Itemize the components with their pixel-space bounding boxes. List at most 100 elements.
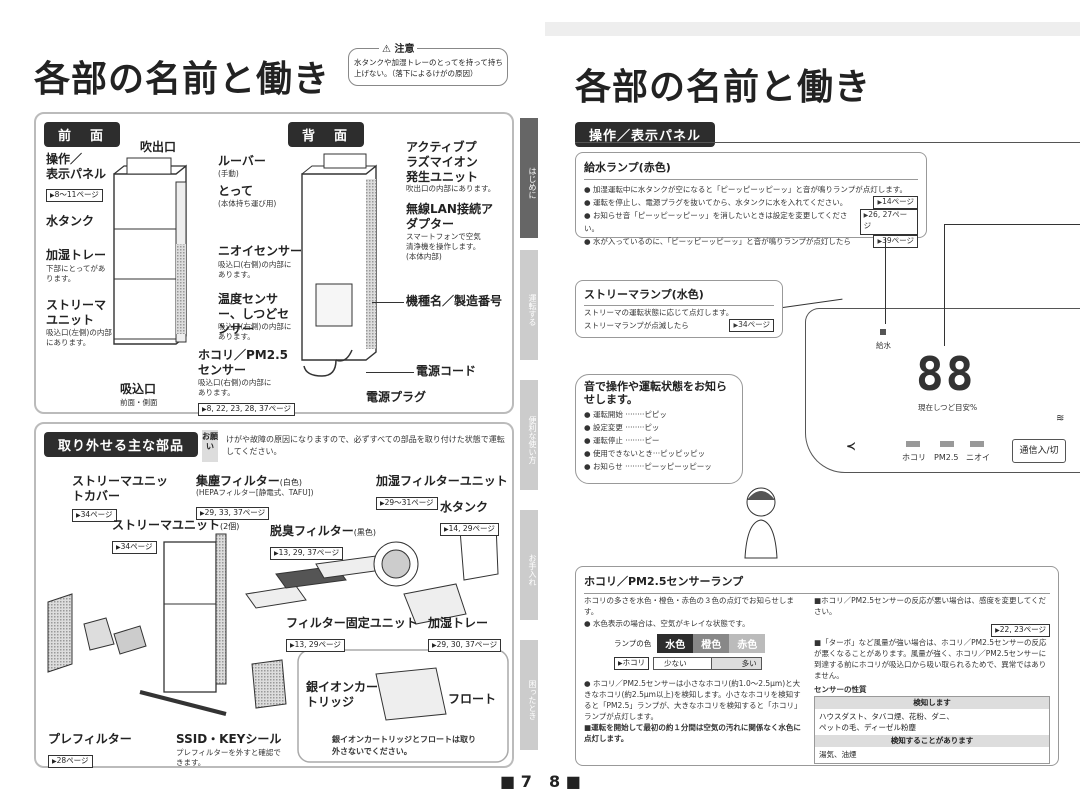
intake-label: 吸込口	[120, 382, 157, 396]
op-panel-ref[interactable]: 8〜11ページ	[46, 189, 103, 202]
streamer-lamp-line1: ストリーマの運転状態に応じて点灯します。	[584, 305, 774, 319]
streamer-unit-label: ストリーマユニット(2個)	[112, 518, 240, 532]
prefilter-ref[interactable]: 28ページ	[48, 755, 93, 768]
odor-lamp-indicator	[970, 441, 984, 447]
water-lamp-ref[interactable]: 26, 27ページ	[859, 209, 918, 235]
sound-item: ● 運転停止 ········ピー	[584, 436, 660, 445]
humid-filter-ref[interactable]: 29〜31ページ	[376, 497, 438, 510]
dust-detect: ● ホコリ／PM2.5センサーは小さなホコリ(約1.0〜2.5μm)と大きなホコ…	[584, 679, 802, 721]
front-back-panel: 前 面 背 面 吹出口 操作／ 表示パネル 8〜11ページ ルーバー (手動) …	[34, 112, 514, 416]
water-tank-part-label: 水タンク	[440, 500, 489, 514]
side-tab-2[interactable]: 運転する	[520, 250, 538, 360]
side-tab-4[interactable]: お手入れ	[520, 510, 538, 620]
dust-bad-ref[interactable]: 22, 23ページ	[991, 624, 1050, 637]
streamer-unit-ref[interactable]: 34ページ	[112, 541, 157, 554]
page-number-8: 8 ■	[549, 772, 581, 791]
parts-drawing	[47, 523, 509, 763]
humid-tray-note: 下部にとってがあります。	[46, 264, 106, 283]
comm-button[interactable]: 通信入/切	[1012, 439, 1066, 463]
float-label: フロート	[448, 692, 497, 706]
warning-icon: ⚠	[382, 44, 391, 55]
dust-sensor-label: ホコリ／PM2.5センサー	[198, 348, 288, 377]
bullet: ●	[584, 185, 593, 194]
caution-text: 水タンクや加湿トレーのとってを持って持ち上げない。（落下によるけがの原因）	[354, 58, 503, 78]
water-lamp-ref[interactable]: 14ページ	[873, 196, 918, 209]
sound-title: 音で操作や運転状態をお知らせします。	[584, 380, 727, 406]
dust-filter-note: (HEPAフィルター[静電式、TAFU])	[196, 488, 314, 497]
pm-lamp-indicator	[940, 441, 954, 447]
blow-outlet-label: 吹出口	[140, 140, 177, 154]
dust-turbo: ■「ターボ」など風量が強い場合は、ホコリ／PM2.5センサーの反応が悪くなること…	[814, 638, 1047, 680]
streamer-lamp-title: ストリーマランプ(水色)	[584, 288, 704, 301]
streamer-cover-ref[interactable]: 34ページ	[72, 509, 117, 522]
color-lightblue: 水色	[657, 634, 694, 653]
dust-bad: ■ホコリ／PM2.5センサーの反応が悪い場合は、感度を変更してください。	[814, 596, 1047, 616]
handle-note: (本体持ち運び用)	[218, 199, 277, 208]
dust-lamp-indicator	[906, 441, 920, 447]
water-tank-part-ref[interactable]: 14, 29ページ	[440, 523, 499, 536]
tray-ref[interactable]: 29, 30, 37ページ	[428, 639, 502, 652]
deodor-ref[interactable]: 13, 29, 37ページ	[270, 547, 344, 560]
dust-filter-ref[interactable]: 29, 33, 37ページ	[196, 507, 270, 520]
model-label: 機種名／製造番号	[406, 294, 503, 308]
water-lamp-title: 給水ランプ(赤色)	[584, 161, 671, 174]
water-lamp-item-text: 加湿運転中に水タンクが空になると「ピーッピーッピーッ」と音が鳴りランプが点灯しま…	[592, 185, 907, 194]
front-header: 前 面	[44, 122, 121, 147]
maybe-header: 検知することがあります	[815, 735, 1049, 747]
streamer-lamp-icon: ≺	[846, 439, 857, 453]
handle-label: とって	[218, 184, 254, 198]
streamer-lamp-box: ストリーマランプ(水色) ストリーマの運転状態に応じて点灯します。 ストリーマラ…	[575, 280, 783, 338]
water-lamp-indicator	[880, 329, 886, 335]
person-illustration	[744, 487, 778, 559]
temp-sensor-note: 吸込口(右側)の内部にあります。	[218, 322, 292, 341]
front-unit-drawing	[113, 153, 377, 377]
caution-heading: ⚠ 注意	[379, 40, 418, 55]
dust-first: ■運転を開始して最初の約１分間は空気の汚れに関係なく水色に点灯します。	[584, 723, 801, 743]
streamer-lamp-ref[interactable]: 34ページ	[729, 319, 774, 332]
fixer-label: フィルター固定ユニット	[286, 616, 418, 630]
pm-panel-label: PM2.5	[934, 453, 959, 462]
water-lamp-item: ● お知らせ音「ピーッピーッピーッ」を消したいときは設定を変更してください。26…	[584, 209, 918, 235]
dust-intro: ホコリの多さを水色・橙色・赤色の３色の点灯でお知らせします。	[584, 596, 794, 616]
ag-note: 銀イオンカートリッジとフロートは取り外さないでください。	[332, 735, 476, 756]
dust-sensor-note: 吸込口(右側)の内部にあります。	[198, 378, 272, 397]
side-tab-5[interactable]: 困ったとき	[520, 640, 538, 750]
detects-list: ハウスダスト、タバコ煙、花粉、ダニ、ペットの毛、ディーゼル粉塵	[819, 712, 954, 732]
warn-tag: お願い	[202, 430, 218, 462]
ssid-note: プレフィルターを外すと確認できます。	[176, 748, 281, 767]
side-tab-3[interactable]: 便利な使い方	[520, 380, 538, 490]
ag-label: 銀イオンカートリッジ	[306, 680, 379, 709]
dust-sensor-ref[interactable]: 8, 22, 23, 28, 37ページ	[198, 403, 295, 416]
caution-box: ⚠ 注意 水タンクや加湿トレーのとってを持って持ち上げない。（落下によるけがの原…	[348, 40, 508, 86]
dust-lamp-title: ホコリ／PM2.5センサーランプ	[584, 575, 744, 588]
color-red: 赤色	[729, 634, 766, 653]
dust-scale: ホコリ 少ない 多い	[614, 657, 806, 670]
fixer-ref[interactable]: 13, 29ページ	[286, 639, 345, 652]
color-orange: 橙色	[693, 634, 730, 653]
temp-sensor-label: 温度センサー、しつどセンサー	[218, 292, 290, 336]
dust-lamp-box: ホコリ／PM2.5センサーランプ ホコリの多さを水色・橙色・赤色の３色の点灯でお…	[575, 566, 1059, 766]
plug-label: 電源プラグ	[366, 390, 427, 404]
wifi-icon: ≋	[1056, 413, 1065, 424]
intake-note: 前面・側面	[120, 398, 158, 407]
water-lamp-item: ● 運転を停止し、電源プラグを抜いてから、水タンクに水を入れてください。14ペー…	[584, 196, 918, 209]
warn-text: けがや故障の原因になりますので、必ずすべての部品を取り付けた状態で運転してくださ…	[226, 435, 505, 456]
louver-label: ルーバー	[218, 154, 266, 168]
odor-panel-label: ニオイ	[966, 453, 990, 462]
streamer-lamp-line2: ストリーマランプが点滅したら 34ページ	[584, 319, 774, 332]
odor-sensor-note: 吸込口(右側)の内部にあります。	[218, 260, 292, 279]
sound-item: ● 運転開始 ········ピピッ	[584, 410, 667, 419]
streamer-note: 吸込口(左側)の内部にあります。	[46, 328, 112, 347]
sound-box: 音で操作や運転状態をお知らせします。 ● 運転開始 ········ピピッ● 設…	[575, 374, 743, 484]
water-lamp-item-text: 水が入っているのに、「ピーッピーッピーッ」と音が鳴りランプが点灯したら	[592, 237, 851, 246]
humid-filter-label: 加湿フィルターユニット	[376, 474, 508, 488]
water-lamp-item-text: 運転を停止し、電源プラグを抜いてから、水タンクに水を入れてください。	[592, 198, 848, 207]
odor-sensor-label: ニオイセンサー	[218, 244, 303, 258]
louver-note: (手動)	[218, 169, 239, 178]
humidity-display: 88	[916, 347, 976, 401]
humid-tray-label: 加湿トレー	[46, 248, 107, 262]
side-tab-1[interactable]: はじめに	[520, 118, 538, 238]
op-panel-label: 操作／ 表示パネル	[46, 152, 107, 181]
water-tank-label: 水タンク	[46, 214, 95, 228]
water-lamp-ref[interactable]: 39ページ	[873, 235, 918, 248]
